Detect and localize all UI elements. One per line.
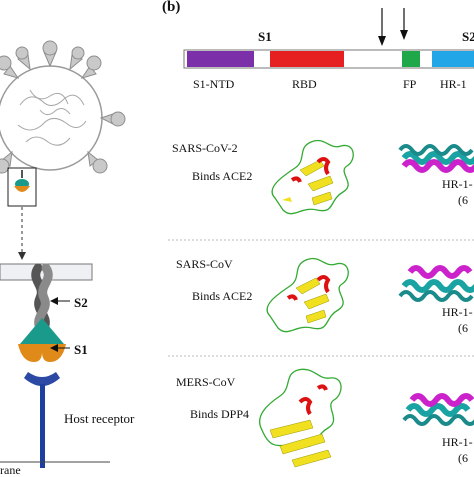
helix-label-2: HR-1-: [442, 305, 473, 319]
membrane-label: rane: [0, 463, 21, 477]
binding-label-1: Binds ACE2: [192, 169, 253, 183]
host-receptor-label: Host receptor: [64, 411, 135, 426]
s2-label: S2: [74, 295, 88, 310]
hr1-label: HR-1: [440, 77, 467, 91]
rbd-structure-sars-cov-2: [271, 139, 354, 215]
domain-bar: [183, 8, 474, 69]
s1-region-label: S1: [258, 29, 272, 44]
helix-bundle-1: [398, 144, 474, 173]
helix-label-1: HR-1-: [442, 177, 473, 191]
spike-membrane-schematic: [0, 263, 110, 468]
domain-s1-ntd: [187, 51, 254, 67]
panel-b-label: (b): [162, 0, 181, 15]
helix-bundle-2: [398, 265, 474, 302]
domain-fp: [402, 51, 420, 67]
virus-particle: [0, 40, 126, 260]
virus-name-2: SARS-CoV: [176, 257, 233, 271]
rbd-structure-sars-cov: [266, 257, 349, 333]
pdb-label-1: (6: [458, 193, 468, 207]
binding-label-2: Binds ACE2: [192, 289, 253, 303]
s1-label: S1: [74, 342, 88, 357]
rbd-structure-mers-cov: [259, 368, 342, 468]
helix-bundle-3: [402, 393, 474, 426]
pdb-label-3: (6: [458, 451, 468, 465]
s2-region-label: S2: [462, 29, 474, 44]
helix-label-3: HR-1-: [442, 435, 473, 449]
domain-rbd: [270, 51, 344, 67]
rbd-label: RBD: [292, 77, 317, 91]
virus-name-3: MERS-CoV: [176, 375, 236, 389]
fp-label: FP: [403, 77, 417, 91]
binding-label-3: Binds DPP4: [190, 407, 250, 421]
virus-name-1: SARS-CoV-2: [172, 141, 238, 155]
pdb-label-2: (6: [458, 321, 468, 335]
domain-hr1: [432, 51, 474, 67]
s1-ntd-label: S1-NTD: [193, 77, 235, 91]
